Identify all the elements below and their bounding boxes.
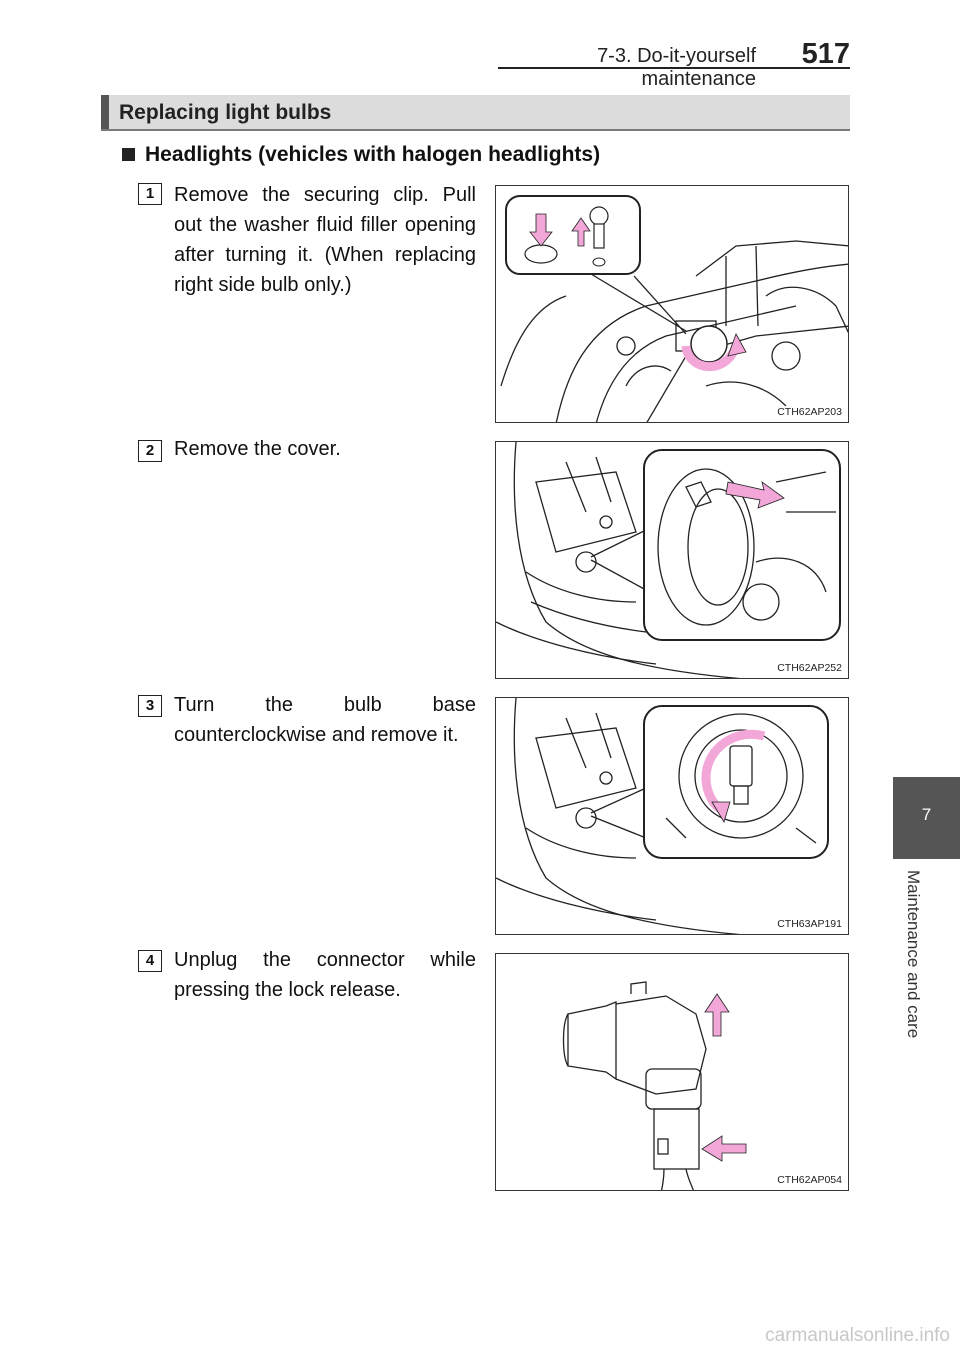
- step-text-1: Remove the securing clip. Pull out the w…: [174, 184, 476, 296]
- step-number-2: 2: [138, 440, 162, 462]
- step-text-4: Unplug the connector while pressing the …: [174, 949, 476, 1001]
- step-text-3: Turn the bulb base counterclockwise and …: [174, 694, 476, 746]
- figure-step-1: CTH62AP203: [495, 185, 849, 423]
- square-bullet-icon: [122, 148, 135, 161]
- header-section-title: 7-3. Do-it-yourself maintenance: [597, 45, 756, 90]
- step-text-2: Remove the cover.: [174, 438, 341, 460]
- header-rule: [498, 67, 850, 69]
- banner-underline: [101, 129, 850, 131]
- figure-step-2: CTH62AP252: [495, 441, 849, 679]
- figure-code-4: CTH62AP054: [775, 1174, 844, 1186]
- section-banner: Replacing light bulbs: [101, 95, 850, 131]
- page-header: 7-3. Do-it-yourself maintenance 517: [0, 0, 960, 90]
- connector-unplug-illustration: [562, 981, 747, 1190]
- chapter-label: Maintenance and care: [904, 870, 923, 1039]
- figure-code-3: CTH63AP191: [775, 918, 844, 930]
- chapter-tab: 7: [893, 777, 960, 859]
- chapter-number: 7: [921, 805, 932, 824]
- figure-code-1: CTH62AP203: [775, 406, 844, 418]
- figure-code-2: CTH62AP252: [775, 662, 844, 674]
- banner-accent-bar: [101, 95, 109, 131]
- subheading: Headlights (vehicles with halogen headli…: [122, 143, 600, 167]
- subheading-text: Headlights (vehicles with halogen headli…: [145, 143, 601, 166]
- step-number-1: 1: [138, 183, 162, 205]
- bulb-base-rotation-illustration: [496, 698, 829, 934]
- headlight-cover-illustration: [496, 442, 841, 678]
- step-number-4: 4: [138, 950, 162, 972]
- figure-step-3: CTH63AP191: [495, 697, 849, 935]
- section-title: Replacing light bulbs: [119, 101, 332, 124]
- engine-bay-clip-illustration: [500, 195, 848, 422]
- figure-step-4: CTH62AP054: [495, 953, 849, 1191]
- watermark: carmanualsonline.info: [765, 1325, 950, 1346]
- page-number: 517: [801, 38, 850, 70]
- step-number-3: 3: [138, 695, 162, 717]
